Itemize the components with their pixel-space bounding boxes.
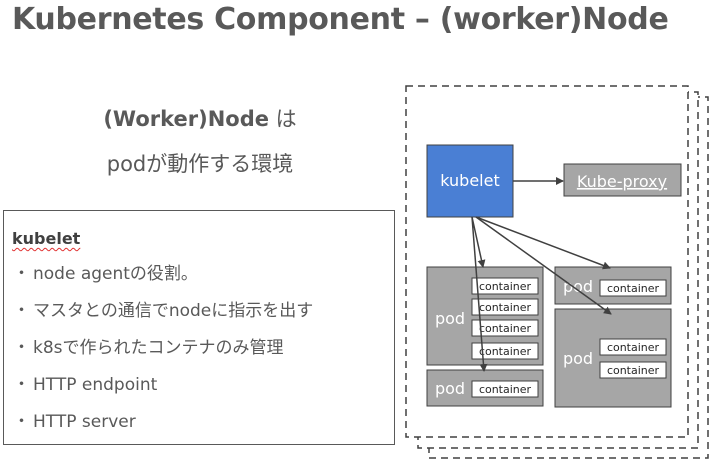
container-box xyxy=(599,338,667,356)
list-item: ・node agentの役割。 xyxy=(13,261,313,298)
list-item: ・k8sで作られたコンテナのみ管理 xyxy=(13,335,313,372)
arrow-kubelet-to-pod-2 xyxy=(471,216,488,372)
container-box xyxy=(471,380,539,398)
container-label: container xyxy=(479,383,532,396)
container-label: container xyxy=(479,301,532,314)
bullet: ・ xyxy=(13,375,30,395)
pod-label-2: pod xyxy=(435,379,465,398)
subtitle-line-1: (Worker)Node は xyxy=(0,103,400,133)
list-item-text: マスタとの通信でnodeに指示を出す xyxy=(33,301,314,321)
subtitle-line-2: podが動作する環境 xyxy=(106,152,294,176)
pod-label-3: pod xyxy=(563,277,593,296)
pod-label-4: pod xyxy=(563,349,593,368)
container-label: container xyxy=(479,322,532,335)
container-label: container xyxy=(479,280,532,293)
container-label: container xyxy=(607,282,660,295)
bullet: ・ xyxy=(13,301,30,321)
arrow-kubelet-to-pod-4 xyxy=(475,216,612,315)
kube-proxy-box xyxy=(563,163,682,197)
container-box xyxy=(471,342,539,360)
list-item-text: node agentの役割。 xyxy=(33,264,198,284)
pod-box-4 xyxy=(554,308,672,408)
pod-label-1: pod xyxy=(435,309,465,328)
bullet: ・ xyxy=(13,412,30,432)
list-item: ・HTTP endpoint xyxy=(13,372,313,409)
container-box xyxy=(471,298,539,316)
container-box xyxy=(471,319,539,337)
kubelet-label: kubelet xyxy=(440,171,499,190)
container-label: container xyxy=(607,364,660,377)
info-list: ・node agentの役割。 ・マスタとの通信でnodeに指示を出す ・k8s… xyxy=(13,261,313,446)
list-item-text: k8sで作られたコンテナのみ管理 xyxy=(33,338,284,358)
list-item-text: HTTP endpoint xyxy=(33,375,158,395)
list-item: ・HTTP server xyxy=(13,409,313,446)
kube-proxy-label: Kube-proxy xyxy=(577,172,667,191)
bullet: ・ xyxy=(13,338,30,358)
container-label: container xyxy=(607,341,660,354)
node-frame-back xyxy=(428,96,709,459)
arrow-kubelet-to-pod-1 xyxy=(471,216,486,268)
list-item-text: HTTP server xyxy=(33,412,136,432)
container-box xyxy=(471,277,539,295)
subtitle-suffix: は xyxy=(269,107,297,131)
info-heading: kubelet xyxy=(12,229,81,248)
slide-title: Kubernetes Component – (worker)Node xyxy=(12,2,669,37)
kubelet-box xyxy=(426,144,514,218)
list-item: ・マスタとの通信でnodeに指示を出す xyxy=(13,298,313,335)
subtitle-bold: (Worker)Node xyxy=(103,107,269,131)
kubelet-info-box: kubelet ・node agentの役割。 ・マスタとの通信でnodeに指示… xyxy=(3,210,395,445)
arrow-kubelet-to-pod-3 xyxy=(475,216,611,270)
container-box xyxy=(599,279,667,297)
container-box xyxy=(599,361,667,379)
bullet: ・ xyxy=(13,264,30,284)
container-label: container xyxy=(479,345,532,358)
